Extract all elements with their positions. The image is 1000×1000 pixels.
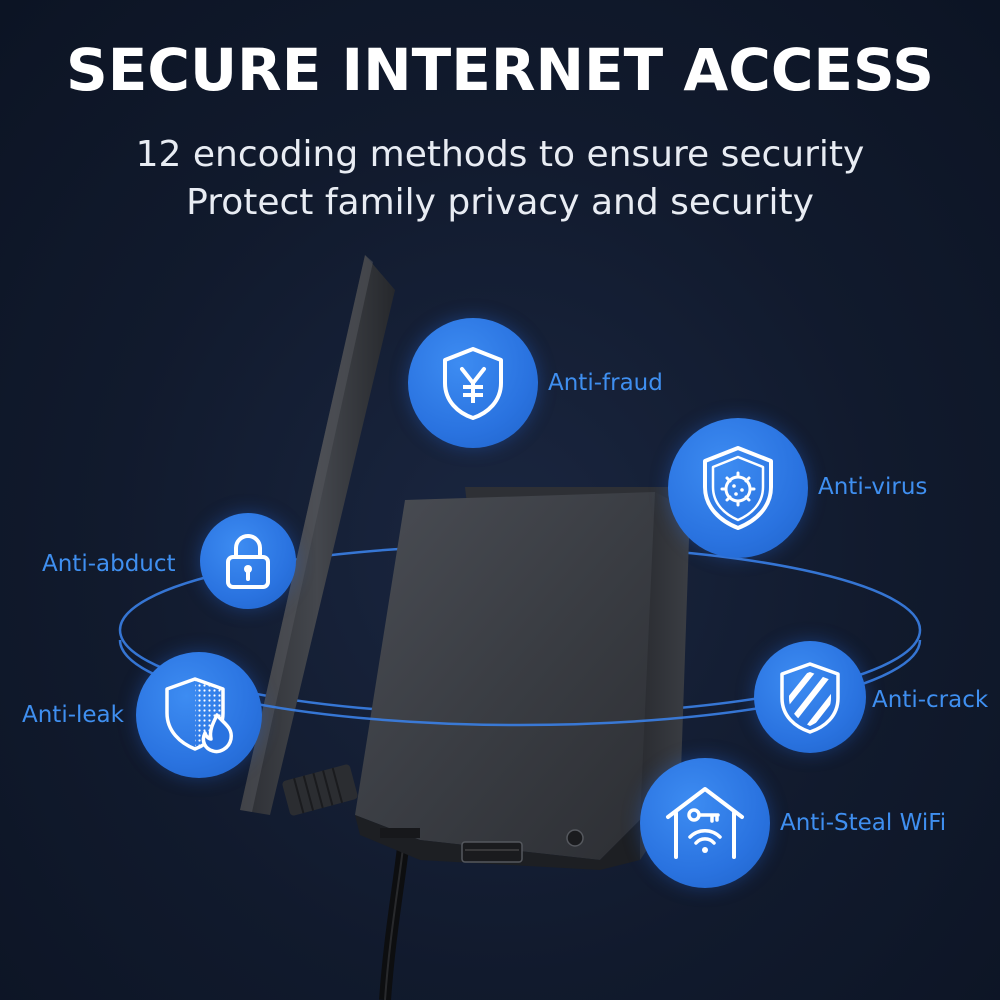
subtitle-line-1: 12 encoding methods to ensure security xyxy=(135,134,865,175)
anti-virus-badge xyxy=(668,418,808,558)
anti-leak-label: Anti-leak xyxy=(22,702,124,728)
anti-crack-label: Anti-crack xyxy=(872,687,989,713)
anti-fraud-badge xyxy=(408,318,538,448)
shield-fire-icon xyxy=(165,677,233,754)
anti-steal-wifi-label: Anti-Steal WiFi xyxy=(780,810,947,836)
shield-yen-icon xyxy=(443,347,503,420)
anti-abduct-badge xyxy=(200,513,296,609)
anti-steal-wifi-badge xyxy=(640,758,770,888)
house-wifi-key-icon xyxy=(666,787,744,859)
shield-stripes-icon xyxy=(780,662,840,734)
shield-virus-icon xyxy=(703,446,773,530)
antenna-connector xyxy=(282,764,358,816)
subtitle-line-2: Protect family privacy and security xyxy=(186,182,814,223)
anti-fraud-label: Anti-fraud xyxy=(548,370,663,396)
dc-port xyxy=(566,829,584,847)
anti-abduct-label: Anti-abduct xyxy=(42,551,176,577)
anti-crack-badge xyxy=(754,641,866,753)
router-box-front xyxy=(355,492,665,860)
anti-virus-label: Anti-virus xyxy=(818,474,928,500)
padlock-icon xyxy=(226,534,270,589)
page-title: SECURE INTERNET ACCESS xyxy=(66,36,934,104)
anti-leak-badge xyxy=(136,652,262,778)
ethernet-port xyxy=(461,841,523,863)
